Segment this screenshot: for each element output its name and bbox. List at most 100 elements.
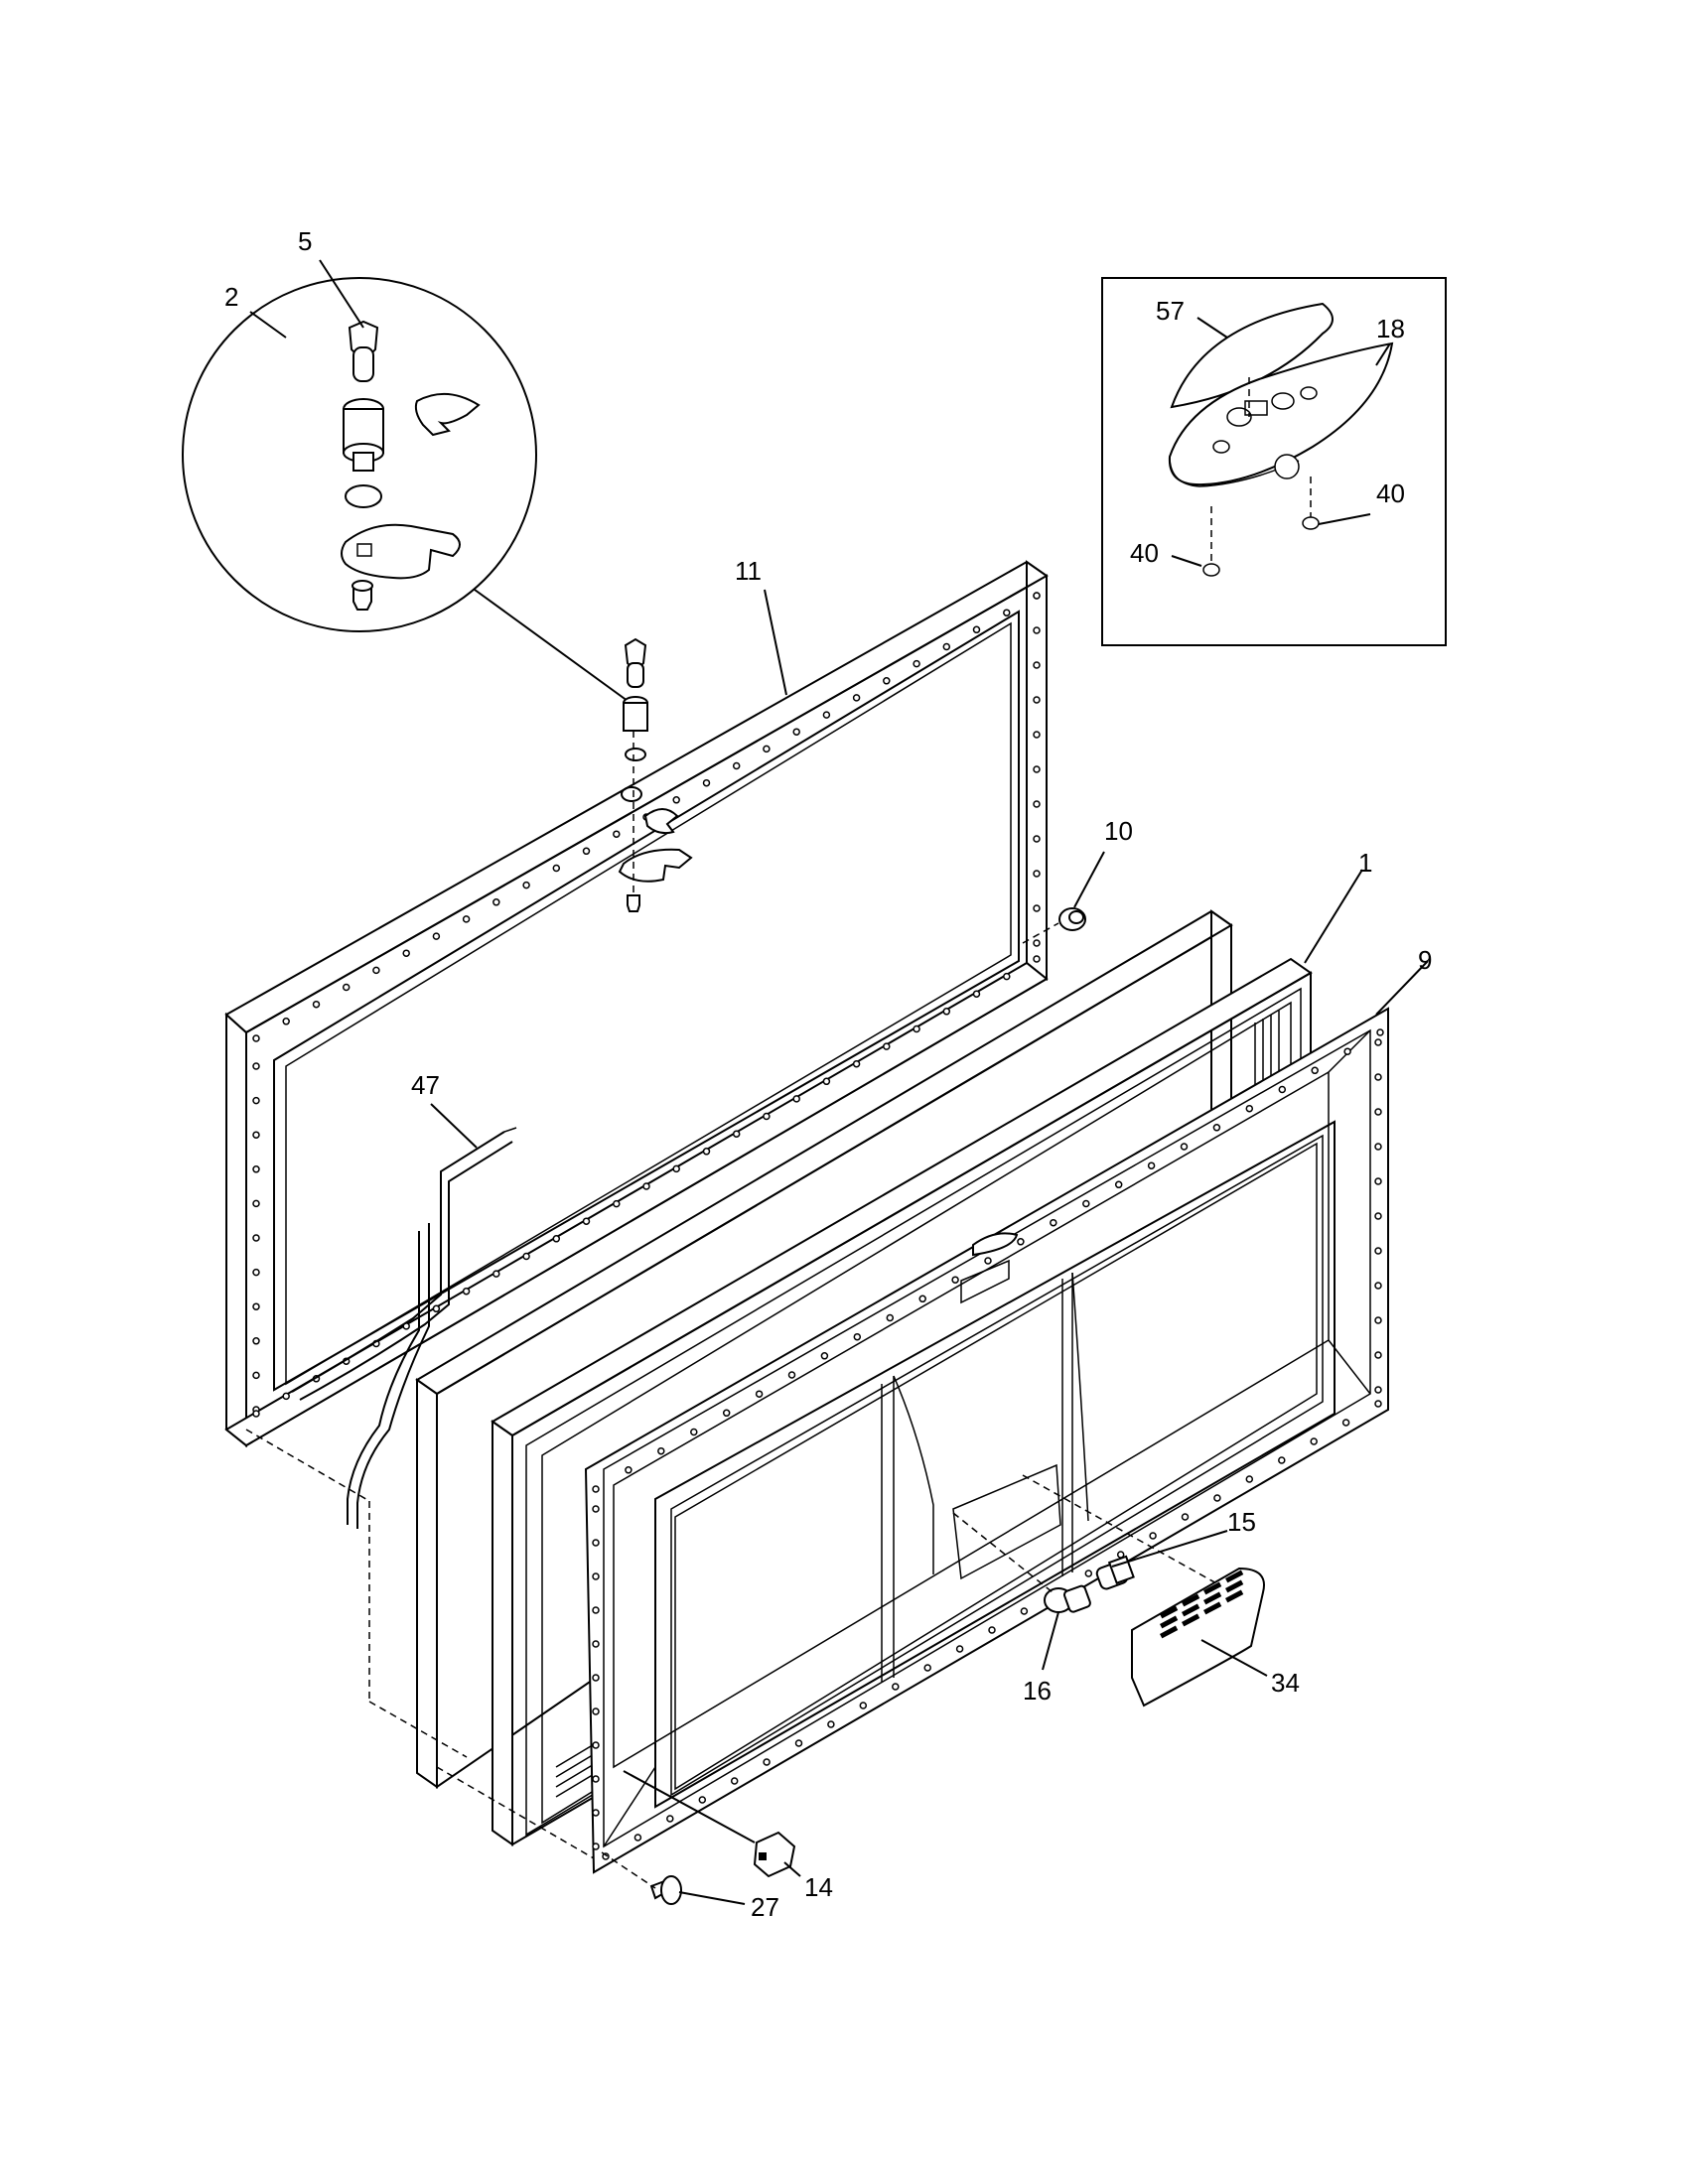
screw-hole xyxy=(592,1741,600,1749)
light-shield xyxy=(1131,1567,1265,1707)
screw-hole xyxy=(698,1796,707,1804)
screw-hole xyxy=(1341,1419,1350,1427)
screw-hole xyxy=(1278,1085,1287,1094)
screw-hole xyxy=(1374,1247,1382,1255)
screw-hole xyxy=(582,847,591,856)
screw-hole xyxy=(822,711,831,719)
callout-27: 27 xyxy=(751,1892,779,1922)
screw-hole xyxy=(592,1572,600,1580)
screw-hole xyxy=(1374,1108,1382,1116)
screw-hole xyxy=(1374,1316,1382,1324)
screw-hole xyxy=(1374,1073,1382,1081)
screw-hole xyxy=(252,1410,260,1418)
screw-hole xyxy=(252,1234,260,1242)
screw-hole xyxy=(672,796,680,804)
vent-slot xyxy=(1159,1605,1179,1619)
screw-hole xyxy=(792,1095,800,1103)
screw-hole xyxy=(522,881,530,889)
screw-hole xyxy=(1033,835,1041,843)
screw-hole xyxy=(918,1295,926,1303)
screw-hole xyxy=(972,625,981,634)
callout-40: 40 xyxy=(1130,538,1159,568)
leader-lines xyxy=(249,259,1429,1905)
screw-hole xyxy=(252,1062,260,1070)
screw-hole xyxy=(702,1148,711,1156)
vent-slot xyxy=(1203,1581,1222,1595)
vent-slot xyxy=(1182,1603,1200,1617)
screw-hole xyxy=(252,1034,260,1042)
screw-hole xyxy=(690,1428,698,1436)
screw-hole xyxy=(763,1758,771,1766)
handle-nut-right xyxy=(1302,516,1320,530)
screw-hole xyxy=(592,1505,600,1513)
screw-hole xyxy=(1245,1104,1254,1113)
callout-5: 5 xyxy=(298,226,312,256)
screw-hole xyxy=(1181,1513,1190,1521)
vent-slot xyxy=(1182,1613,1200,1627)
screw-hole xyxy=(923,1664,931,1672)
screw-hole xyxy=(1278,1456,1286,1464)
screw-hole xyxy=(252,1268,260,1277)
screw-hole xyxy=(1374,1386,1382,1394)
screw-hole xyxy=(492,898,500,906)
screw-hole xyxy=(402,949,410,957)
screw-hole xyxy=(722,1409,731,1418)
screw-hole xyxy=(1114,1180,1123,1189)
lid-switch xyxy=(623,1770,796,1878)
screw-hole xyxy=(951,1276,959,1284)
screw-hole xyxy=(972,990,981,998)
screw-hole xyxy=(342,983,351,992)
screw-hole xyxy=(1374,1400,1382,1408)
callout-47: 47 xyxy=(411,1070,440,1100)
lock-clip xyxy=(414,392,481,437)
callout-16: 16 xyxy=(1023,1676,1052,1706)
screw-hole xyxy=(582,1217,591,1225)
screw-hole xyxy=(852,694,861,702)
screw-hole xyxy=(1180,1143,1189,1151)
screw-hole xyxy=(552,1235,561,1243)
callout-34: 34 xyxy=(1271,1668,1300,1698)
callout-57: 57 xyxy=(1156,296,1185,326)
screw-hole xyxy=(1033,765,1041,773)
vent-slot xyxy=(1159,1625,1179,1639)
vent-slot xyxy=(1225,1570,1244,1583)
screw-hole xyxy=(852,1059,861,1068)
screw-hole xyxy=(755,1390,764,1398)
callout-18: 18 xyxy=(1376,314,1405,343)
lid-frame-gasket xyxy=(224,560,1049,1448)
screw-hole xyxy=(592,1539,600,1547)
screw-hole xyxy=(592,1707,600,1715)
screw-hole xyxy=(1245,1475,1254,1483)
screw-hole xyxy=(732,761,741,770)
vent-slot xyxy=(1225,1589,1244,1603)
screw-hole xyxy=(1033,904,1041,912)
callout-40: 40 xyxy=(1376,478,1405,508)
screw-hole xyxy=(1374,1282,1382,1290)
handle-nut-left xyxy=(1202,563,1220,577)
screw-hole xyxy=(1343,1047,1351,1055)
callout-15: 15 xyxy=(1227,1507,1256,1537)
vent-slot xyxy=(1203,1601,1222,1615)
screw-hole xyxy=(913,659,920,668)
lid-outer-panel xyxy=(584,1007,1389,1874)
screw-hole xyxy=(592,1640,600,1648)
callout-2: 2 xyxy=(224,282,238,312)
handle-lock-hole xyxy=(1274,454,1300,479)
callout-14: 14 xyxy=(804,1872,833,1902)
screw-hole xyxy=(1374,1212,1382,1220)
screw-hole xyxy=(730,1777,739,1785)
lock-detail-magnifier xyxy=(182,277,537,632)
screw-hole xyxy=(913,1024,920,1033)
screw-hole xyxy=(492,1270,500,1278)
screw-hole xyxy=(1147,1161,1156,1169)
screw-hole xyxy=(633,1834,642,1842)
screw-hole xyxy=(1017,1238,1025,1246)
screw-hole xyxy=(592,1606,600,1614)
screw-hole xyxy=(592,1775,600,1783)
screw-hole xyxy=(625,1466,633,1474)
screw-hole xyxy=(1376,1028,1384,1036)
screw-hole xyxy=(1050,1218,1057,1227)
screw-hole xyxy=(522,1252,530,1261)
drain-tube xyxy=(291,1127,517,1529)
screw-hole xyxy=(1033,939,1041,947)
